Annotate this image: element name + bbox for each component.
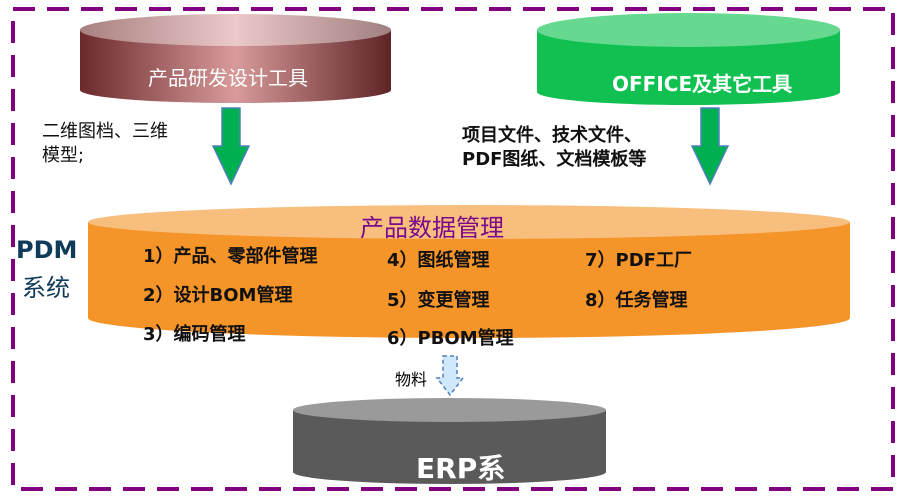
- pdm-cylinder: [88, 205, 850, 338]
- pdm-item: 6）PBOM管理: [387, 328, 514, 349]
- pdm-item: 1）产品、零部件管理: [143, 246, 318, 267]
- left-note: 二维图档、三维 模型;: [42, 120, 168, 168]
- pdm-item: 7）PDF工厂: [585, 250, 692, 271]
- left-note-line: 模型;: [42, 145, 85, 166]
- pdm-item: 4）图纸管理: [387, 250, 490, 271]
- pdm-side-label-2: 系统: [22, 274, 70, 302]
- down-arrow-icon: [690, 107, 730, 186]
- design-tools-cylinder: [80, 14, 391, 104]
- down-arrow-icon: [211, 107, 251, 186]
- erp-cylinder: [293, 398, 606, 485]
- pdm-item: 2）设计BOM管理: [143, 285, 293, 306]
- right-note-line: 项目文件、技术文件、: [462, 125, 642, 146]
- pdm-item: 3）编码管理: [143, 324, 246, 345]
- pdm-title: 产品数据管理: [360, 214, 504, 242]
- office-tools-cylinder: [537, 13, 840, 106]
- erp-label: ERP系: [416, 452, 506, 485]
- pdm-item: 5）变更管理: [387, 290, 490, 311]
- design-tools-label: 产品研发设计工具: [148, 66, 308, 90]
- right-note-line: PDF图纸、文档模板等: [462, 149, 647, 170]
- material-label: 物料: [395, 370, 428, 389]
- office-tools-label: OFFICE及其它工具: [612, 72, 793, 96]
- pdm-side-label: PDM: [16, 236, 78, 264]
- pdm-item: 8）任务管理: [585, 290, 688, 311]
- left-note-line: 二维图档、三维: [42, 121, 168, 142]
- material-arrow-icon: [435, 355, 465, 397]
- right-note: 项目文件、技术文件、 PDF图纸、文档模板等: [462, 124, 646, 172]
